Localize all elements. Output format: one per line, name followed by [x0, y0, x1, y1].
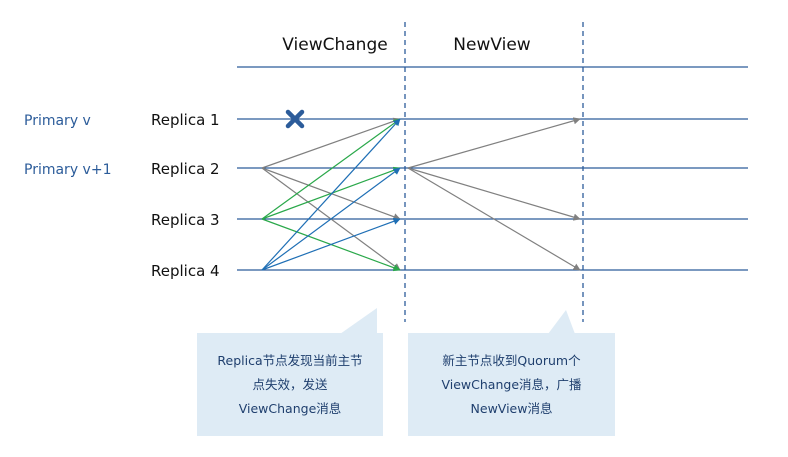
view-change-msg-r4-to-r3-blue — [261, 217, 401, 271]
phase-label-view-change: ViewChange — [282, 35, 387, 55]
callout-new-view: 新主节点收到Quorum个 ViewChange消息，广播 NewView消息 — [408, 333, 615, 436]
callout-new-view-line-3: NewView消息 — [470, 400, 553, 416]
callout-view-change-line-1: Replica节点发现当前主节 — [217, 352, 363, 368]
phase-label-new-view: NewView — [453, 35, 531, 55]
replica-4-label: Replica 4 — [151, 262, 220, 280]
primary-v-plus-1-label: Primary v+1 — [24, 162, 111, 178]
view-change-msg-r3-to-r1-green — [261, 118, 401, 220]
replica-3-label: Replica 3 — [151, 211, 220, 229]
failed-replica-x-icon — [285, 109, 305, 129]
message-arrows — [261, 117, 581, 272]
callout-view-change-line-2: 点失效，发送 — [252, 376, 328, 392]
callout-new-view-line-1: 新主节点收到Quorum个 — [442, 352, 581, 368]
new-view-msg-r2-to-r3-gray — [407, 167, 581, 221]
primary-v-label: Primary v — [24, 113, 91, 129]
replica-2-label: Replica 2 — [151, 160, 220, 178]
view-change-msg-r4-to-r1-blue — [261, 118, 401, 271]
replica-1-label: Replica 1 — [151, 111, 220, 129]
view-change-msg-r3-to-r2-green — [261, 166, 401, 220]
new-view-msg-r2-to-r1-gray — [407, 117, 581, 169]
new-view-msg-r2-to-r4-gray — [407, 167, 581, 271]
view-change-msg-r2-to-r1-gray — [261, 117, 401, 169]
callout-new-view-line-2: ViewChange消息，广播 — [441, 376, 582, 392]
callout-view-change: Replica节点发现当前主节 点失效，发送 ViewChange消息 — [197, 333, 383, 436]
view-change-msg-r4-to-r2-blue — [261, 167, 401, 271]
callout-view-change-line-3: ViewChange消息 — [238, 400, 342, 416]
